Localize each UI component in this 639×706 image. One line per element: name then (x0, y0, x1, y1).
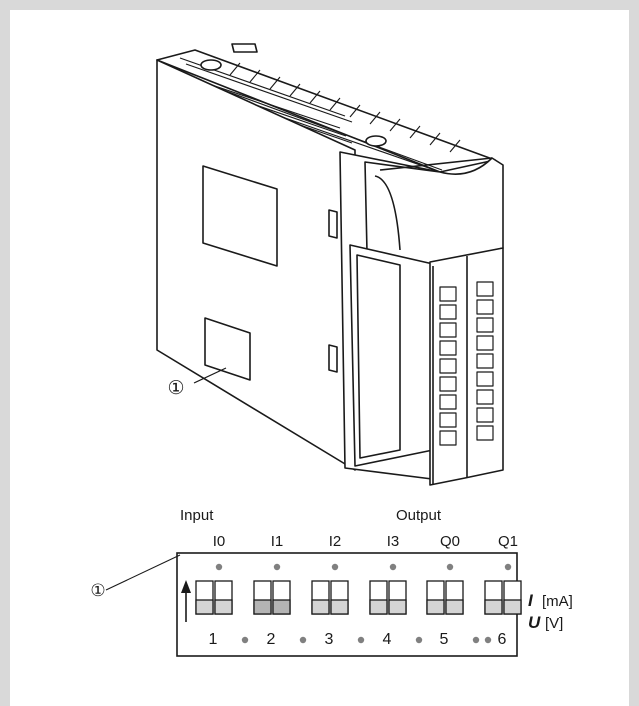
current-unit: [mA] (542, 593, 573, 610)
dip-switch-1 (195, 580, 233, 615)
unit-labels: I [mA] U [V] (528, 591, 573, 632)
switch-direction-arrow-icon (181, 580, 191, 622)
module-side-label-area (204, 317, 251, 381)
dip-switch-panel: Input Output I0 I1 I2 I3 Q0 Q1 (90, 507, 573, 657)
dip-callout-marker: ① (90, 581, 105, 600)
channel-labels: I0 I1 I2 I3 Q0 Q1 (213, 533, 518, 550)
dip-switch-5 (426, 580, 464, 615)
switch-number-5: 5 (440, 631, 449, 648)
channel-label-i3: I3 (387, 533, 400, 550)
module-terminal-plate-inner (356, 254, 401, 459)
channel-label-i0: I0 (213, 533, 226, 550)
switch-number-1: 1 (209, 631, 218, 648)
terminal-screws-left (439, 286, 457, 446)
module-terminal-hood-edge (379, 157, 493, 171)
channel-label-q0: Q0 (440, 533, 460, 550)
module-side-window (202, 165, 278, 267)
dip-switch-4 (369, 580, 407, 615)
channel-label-q1: Q1 (498, 533, 518, 550)
switch-number-4: 4 (383, 631, 392, 648)
output-group-label: Output (396, 507, 442, 524)
module-terminal-hood-curve (374, 175, 401, 251)
module-side-clip-upper (328, 209, 338, 239)
channel-label-i2: I2 (329, 533, 342, 550)
current-symbol: I (528, 591, 534, 610)
module-top-latch (231, 43, 258, 53)
voltage-symbol: U (528, 613, 541, 632)
module-terminal-plate (349, 244, 434, 467)
switch-number-2: 2 (267, 631, 276, 648)
dip-switches (195, 580, 522, 615)
dip-switch-2 (253, 580, 291, 615)
channel-label-i1: I1 (271, 533, 284, 550)
module-terminal-hood (364, 157, 504, 265)
channel-dots (215, 563, 512, 571)
module-side-clip-lower (328, 344, 338, 373)
terminal-screws-right (476, 281, 494, 441)
module-top-screw-rear (365, 135, 387, 147)
switch-number-6: 6 (498, 631, 507, 648)
input-group-label: Input (180, 507, 214, 524)
dip-switch-3 (311, 580, 349, 615)
number-separator-dots (241, 636, 492, 644)
module-top-screw-front (200, 59, 222, 71)
device-callout-marker: ① (167, 378, 184, 399)
voltage-unit: [V] (545, 615, 563, 632)
dip-switch-6 (484, 580, 522, 615)
dip-callout-leader (105, 554, 181, 591)
device-callout-leader (193, 367, 227, 384)
io-module-illustration (156, 43, 504, 486)
switch-numbers: 1 2 3 4 5 6 (209, 631, 507, 648)
switch-number-3: 3 (325, 631, 334, 648)
